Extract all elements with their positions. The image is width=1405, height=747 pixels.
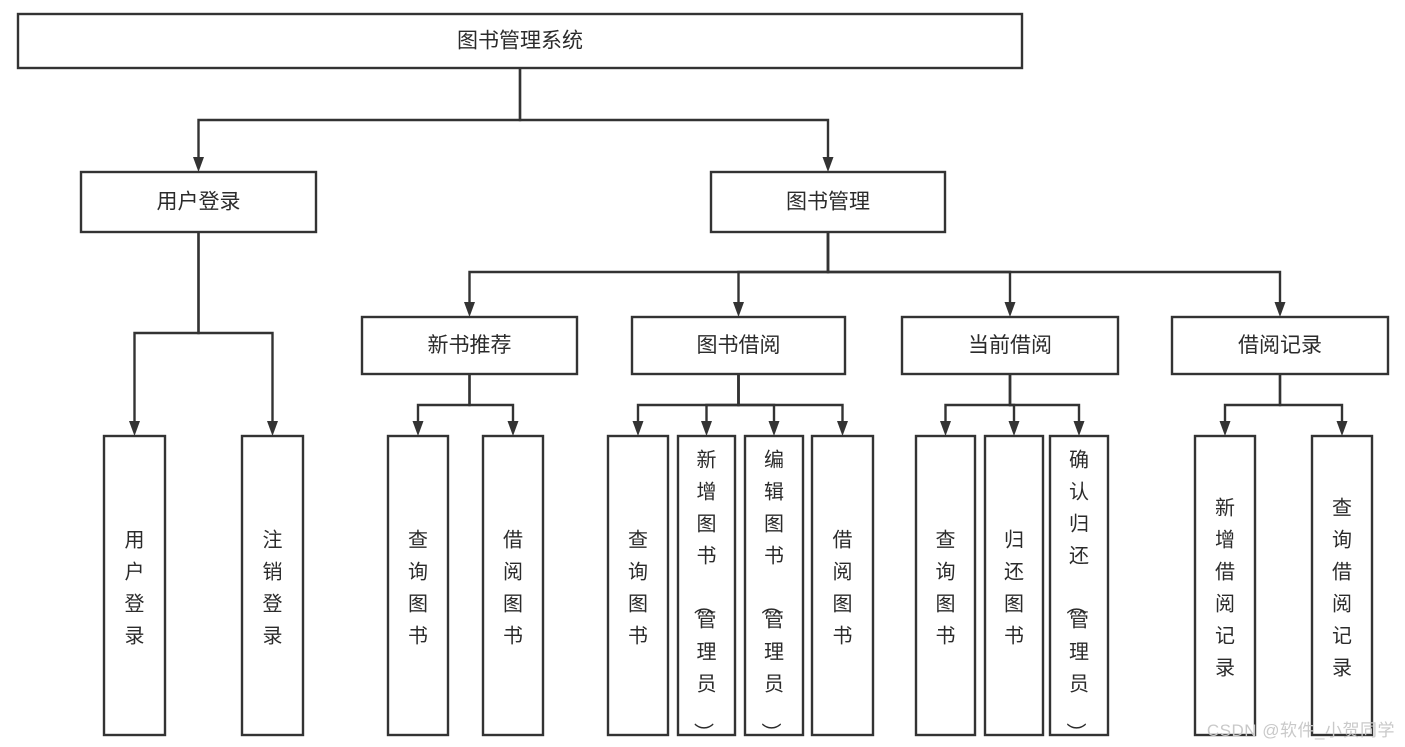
node-label-leaf-borrow-add: 新增图书（管理员） bbox=[692, 448, 717, 742]
node-label-leaf-current-confirm: 确认归还（管理员） bbox=[1064, 448, 1089, 742]
node-label-leaf-borrow-lend: 借阅图书 bbox=[833, 528, 853, 647]
node-label-root: 图书管理系统 bbox=[457, 30, 583, 53]
node-leaf-user-login[interactable]: 用户登录 bbox=[102, 434, 167, 737]
node-label-leaf-borrow-query: 查询图书 bbox=[628, 528, 648, 647]
edge-bookmgmt-to-newbook bbox=[464, 232, 830, 317]
node-box-borrow[interactable] bbox=[630, 315, 847, 376]
node-leaf-user-logout[interactable]: 注销登录 bbox=[240, 434, 305, 737]
node-leaf-borrow-add[interactable]: 新增图书（管理员） bbox=[676, 434, 737, 742]
nodes-layer: 图书管理系统用户登录图书管理新书推荐图书借阅当前借阅借阅记录用户登录注销登录查询… bbox=[16, 12, 1390, 742]
node-box-leaf-newbook-borrow[interactable] bbox=[481, 434, 545, 737]
node-bookmgmt[interactable]: 图书管理 bbox=[709, 170, 947, 234]
edge-root-to-login bbox=[193, 68, 522, 172]
node-box-leaf-current-confirm[interactable] bbox=[1048, 434, 1110, 737]
edge-newbook-to-leaf-newbook-borrow bbox=[468, 374, 519, 436]
node-box-leaf-borrow-edit[interactable] bbox=[743, 434, 805, 737]
node-box-leaf-user-logout[interactable] bbox=[240, 434, 305, 737]
node-record[interactable]: 借阅记录 bbox=[1170, 315, 1390, 376]
node-box-leaf-user-login[interactable] bbox=[102, 434, 167, 737]
edge-bookmgmt-to-current bbox=[826, 232, 1016, 317]
edge-current-to-leaf-current-confirm bbox=[1008, 374, 1085, 436]
node-label-leaf-borrow-edit: 编辑图书（管理员） bbox=[759, 448, 784, 742]
edges-layer bbox=[129, 68, 1348, 436]
node-box-root[interactable] bbox=[16, 12, 1024, 70]
node-label-leaf-current-return: 归还图书 bbox=[1004, 528, 1024, 647]
node-box-current[interactable] bbox=[900, 315, 1120, 376]
node-label-borrow: 图书借阅 bbox=[697, 334, 781, 357]
edge-newbook-to-leaf-newbook-query bbox=[412, 374, 471, 436]
edge-current-to-leaf-current-query bbox=[940, 374, 1012, 436]
node-leaf-newbook-borrow[interactable]: 借阅图书 bbox=[481, 434, 545, 737]
node-box-leaf-borrow-lend[interactable] bbox=[810, 434, 875, 737]
node-label-newbook: 新书推荐 bbox=[428, 334, 512, 357]
edge-root-to-bookmgmt bbox=[518, 68, 834, 172]
node-leaf-current-query[interactable]: 查询图书 bbox=[914, 434, 977, 737]
edge-record-to-leaf-record-query bbox=[1278, 374, 1348, 436]
node-label-leaf-current-query: 查询图书 bbox=[936, 528, 956, 647]
node-label-leaf-user-logout: 注销登录 bbox=[263, 528, 283, 647]
node-newbook[interactable]: 新书推荐 bbox=[360, 315, 579, 376]
node-box-newbook[interactable] bbox=[360, 315, 579, 376]
node-label-bookmgmt: 图书管理 bbox=[786, 191, 870, 214]
node-label-leaf-record-query: 查询借阅记录 bbox=[1332, 496, 1352, 679]
node-label-current: 当前借阅 bbox=[968, 334, 1052, 357]
node-box-leaf-borrow-add[interactable] bbox=[676, 434, 737, 737]
node-label-leaf-record-add: 新增借阅记录 bbox=[1215, 496, 1235, 679]
node-box-leaf-record-query[interactable] bbox=[1310, 434, 1374, 737]
node-label-login: 用户登录 bbox=[157, 191, 241, 214]
node-box-login[interactable] bbox=[79, 170, 318, 234]
node-box-leaf-newbook-query[interactable] bbox=[386, 434, 450, 737]
node-borrow[interactable]: 图书借阅 bbox=[630, 315, 847, 376]
node-leaf-borrow-lend[interactable]: 借阅图书 bbox=[810, 434, 875, 737]
edge-login-to-leaf-user-login bbox=[129, 232, 200, 436]
node-current[interactable]: 当前借阅 bbox=[900, 315, 1120, 376]
node-box-bookmgmt[interactable] bbox=[709, 170, 947, 234]
node-leaf-borrow-edit[interactable]: 编辑图书（管理员） bbox=[743, 434, 805, 742]
node-leaf-borrow-query[interactable]: 查询图书 bbox=[606, 434, 670, 737]
node-leaf-current-return[interactable]: 归还图书 bbox=[983, 434, 1045, 737]
node-box-leaf-borrow-query[interactable] bbox=[606, 434, 670, 737]
node-label-leaf-newbook-borrow: 借阅图书 bbox=[503, 528, 523, 647]
node-label-leaf-newbook-query: 查询图书 bbox=[408, 528, 428, 647]
edge-bookmgmt-to-record bbox=[826, 232, 1286, 317]
node-leaf-record-add[interactable]: 新增借阅记录 bbox=[1193, 434, 1257, 737]
node-label-record: 借阅记录 bbox=[1238, 334, 1322, 357]
node-box-leaf-current-query[interactable] bbox=[914, 434, 977, 737]
node-leaf-current-confirm[interactable]: 确认归还（管理员） bbox=[1048, 434, 1110, 742]
edge-record-to-leaf-record-add bbox=[1219, 374, 1282, 436]
node-box-record[interactable] bbox=[1170, 315, 1390, 376]
node-leaf-newbook-query[interactable]: 查询图书 bbox=[386, 434, 450, 737]
edge-login-to-leaf-user-logout bbox=[197, 232, 278, 436]
node-login[interactable]: 用户登录 bbox=[79, 170, 318, 234]
edge-borrow-to-leaf-borrow-lend bbox=[737, 374, 848, 436]
node-leaf-record-query[interactable]: 查询借阅记录 bbox=[1310, 434, 1374, 737]
node-root[interactable]: 图书管理系统 bbox=[16, 12, 1024, 70]
edge-borrow-to-leaf-borrow-add bbox=[701, 374, 740, 436]
node-label-leaf-user-login: 用户登录 bbox=[125, 529, 145, 647]
node-box-leaf-current-return[interactable] bbox=[983, 434, 1045, 737]
edge-bookmgmt-to-borrow bbox=[733, 232, 830, 317]
node-box-leaf-record-add[interactable] bbox=[1193, 434, 1257, 737]
